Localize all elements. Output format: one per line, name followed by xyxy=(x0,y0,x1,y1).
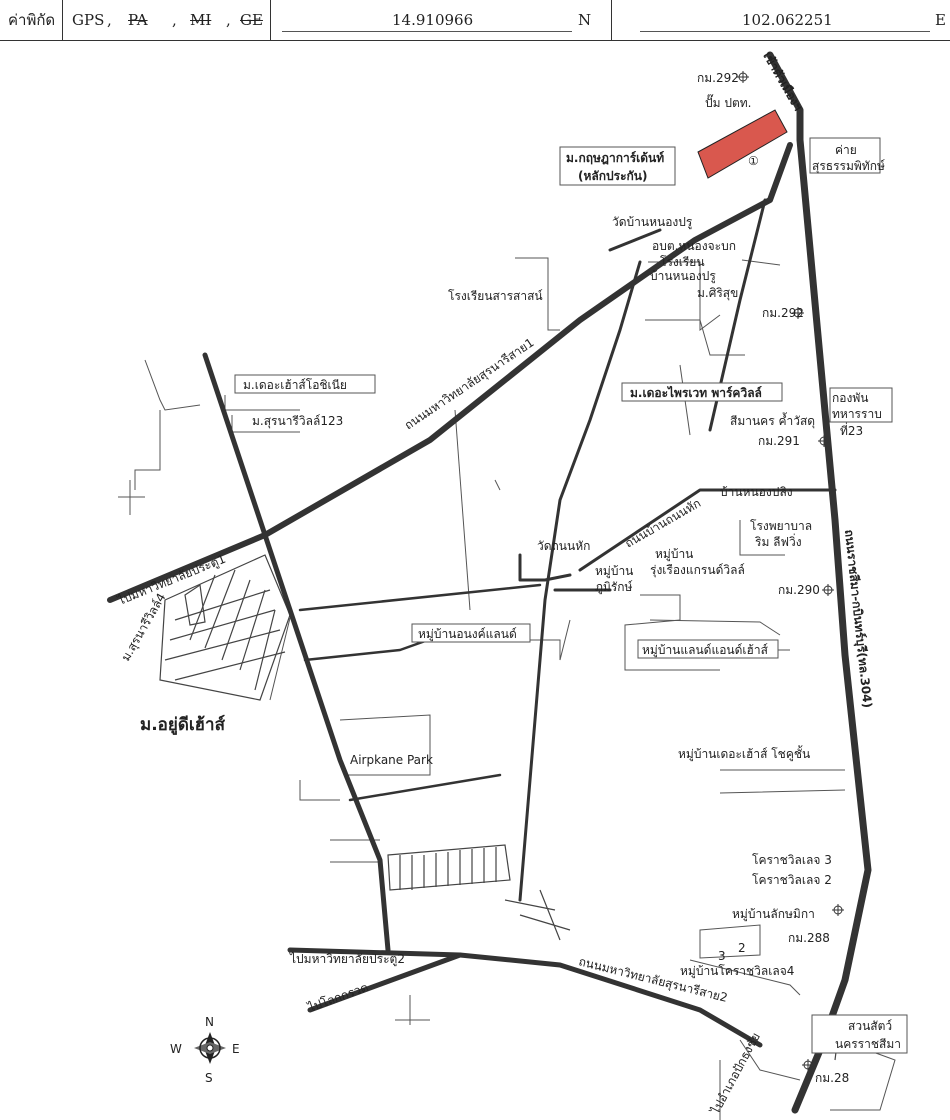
marker-3: 3 xyxy=(718,949,726,963)
target-marker: ① xyxy=(748,154,759,168)
village-poom-label: หมู่บ้าน xyxy=(595,564,633,579)
map-labels: กม.292 ปั๊ม ปตท. ม.กฤษฎาการ์เด้นท์ (หลัก… xyxy=(115,50,901,1118)
to-gate1-label: ไปมหาวิทยาลัยประตู1 xyxy=(115,552,228,609)
battalion-label-2: ทหารราบ xyxy=(832,407,882,421)
zoo-name-label: นครราชสีมา xyxy=(835,1037,901,1051)
km-288-label: กม.288 xyxy=(788,931,830,945)
university-road-2 xyxy=(287,947,763,1048)
ptt-pump-label: ปั๊ม ปตท. xyxy=(705,94,751,110)
suranaree123-label: ม.สุรนารีวิลล์123 xyxy=(252,414,343,429)
target-sub-label: (หลักประกัน) xyxy=(578,169,647,183)
university-central-road xyxy=(202,352,391,953)
school-sarasat-label: โรงเรียนสารสาสน์ xyxy=(448,289,543,303)
korat3-label: โคราชวิลเลจ 3 xyxy=(752,853,832,867)
korat2-label: โคราชวิลเลจ 2 xyxy=(752,873,832,887)
to-gate2-label: ไปมหาวิทยาลัยประตู2 xyxy=(289,952,405,967)
wat-nonhak-label: วัดถนนหัก xyxy=(537,539,590,553)
to-lokkrawat-label: ไปโลกกรวด xyxy=(305,980,370,1015)
km-290-label: กม.290 xyxy=(778,583,820,597)
airpkane-label: Airpkane Park xyxy=(350,753,433,767)
km-292-label: กม.292 xyxy=(697,71,739,85)
separator: , xyxy=(172,11,177,29)
header-divider xyxy=(611,0,612,40)
latitude-underline xyxy=(282,31,572,32)
korat4-label: หมู่บ้านโคราชวิลเลจ4 xyxy=(680,964,794,979)
major-roads xyxy=(107,51,872,1114)
compass-s: S xyxy=(205,1071,213,1085)
nongpling-label: บ้านหนองปลิง xyxy=(720,485,793,499)
km-291-label: กม.291 xyxy=(758,434,800,448)
laksmika-label: หมู่บ้านลักษมิกา xyxy=(732,907,815,922)
hospital-name-label: ริม ลีฟวิ่ง xyxy=(754,533,801,549)
village-anong-label: หมู่บ้านอนงค์แลนด์ xyxy=(418,627,517,642)
obt-label: อบต.หนองจะบก xyxy=(652,239,736,253)
battalion-label-3: ที่23 xyxy=(840,422,863,438)
to-city-label: เข้าตัวเมืองฯ xyxy=(760,50,805,114)
battalion-label: กองพัน xyxy=(832,391,868,405)
marker-2: 2 xyxy=(738,941,746,955)
compass-n: N xyxy=(205,1015,214,1029)
coordinate-label: ค่าพิกัด xyxy=(8,11,56,29)
km-28x-label: กม.28 xyxy=(815,1071,849,1085)
km-markers xyxy=(737,71,844,1071)
ge-label: GE xyxy=(240,11,263,29)
uni-road1-label: ถนนมหาวิทยาลัยสุรนารีสาย1 xyxy=(402,335,537,433)
wat-nongprue-label: วัดบ้านหนองปรู xyxy=(612,215,693,230)
longitude-direction: E xyxy=(935,11,946,29)
private-park-label: ม.เดอะไพรเวท พาร์ควิลล์ xyxy=(630,385,762,400)
to-pakthongchai-label: ไปอำเภอปักธงชัย xyxy=(708,1030,763,1117)
siri-label: ม.ศิริสุข xyxy=(697,286,738,301)
village-rungruang-label: หมู่บ้าน xyxy=(655,547,693,562)
nonhak-road-label: ถนนบ้านถนนหัก xyxy=(623,496,704,551)
header-divider xyxy=(270,0,271,40)
header-divider xyxy=(62,0,63,40)
km-292b-label: กม.292 xyxy=(762,306,804,320)
separator: , xyxy=(226,11,231,29)
camp-name-label: สุรธรรมพิทักษ์ xyxy=(812,159,885,174)
village-land-label: หมู่บ้านแลนด์แอนด์เฮ้าส์ xyxy=(642,643,769,658)
zoo-label: สวนสัตว์ xyxy=(848,1019,892,1033)
latitude-value: 14.910966 xyxy=(392,11,474,29)
coordinate-header: ค่าพิกัด GPS , PA , MI , GE 14.910966 N … xyxy=(0,0,950,41)
village-rungruang-name: รุ่งเรืองแกรนด์วิลล์ xyxy=(650,563,745,578)
the-asia-label: ม.เดอะเฮ้าส์โอชิเนีย xyxy=(243,378,347,392)
compass-w: W xyxy=(170,1042,182,1056)
longitude-value: 102.062251 xyxy=(742,11,833,29)
compass-e: E xyxy=(232,1042,240,1056)
longitude-underline xyxy=(640,31,930,32)
cemetery-label: สีมานคร ค้ำวัสดุ xyxy=(730,412,815,429)
minor-roads xyxy=(118,257,896,1120)
camp-label: ค่าย xyxy=(835,143,857,157)
compass-icon: N S E W xyxy=(170,1015,240,1085)
label-boxes xyxy=(234,137,908,1054)
pa-label: PA xyxy=(128,11,148,29)
school-nongprue-label: โรงเรียน xyxy=(660,255,705,269)
target-name-label: ม.กฤษฎาการ์เด้นท์ xyxy=(566,151,664,165)
separator: , xyxy=(107,11,112,29)
hospital-label: โรงพยาบาล xyxy=(750,519,812,533)
latitude-direction: N xyxy=(578,11,592,29)
yudee-label: ม.อยู่ดีเฮ้าส์ xyxy=(140,714,226,736)
target-property xyxy=(697,109,788,179)
village-poom-name: ภูมิรักษ์ xyxy=(595,580,633,595)
village-thehouse-label: หมู่บ้านเดอะเฮ้าส์ โชคูชั้น xyxy=(678,745,810,762)
mi-label: MI xyxy=(190,11,212,29)
school-nongprue-name: บ้านหนองปรู xyxy=(650,269,716,284)
gps-label: GPS xyxy=(72,11,105,29)
location-map: กม.292 ปั๊ม ปตท. ม.กฤษฎาการ์เด้นท์ (หลัก… xyxy=(107,50,908,1120)
yudee-grid xyxy=(159,554,291,701)
